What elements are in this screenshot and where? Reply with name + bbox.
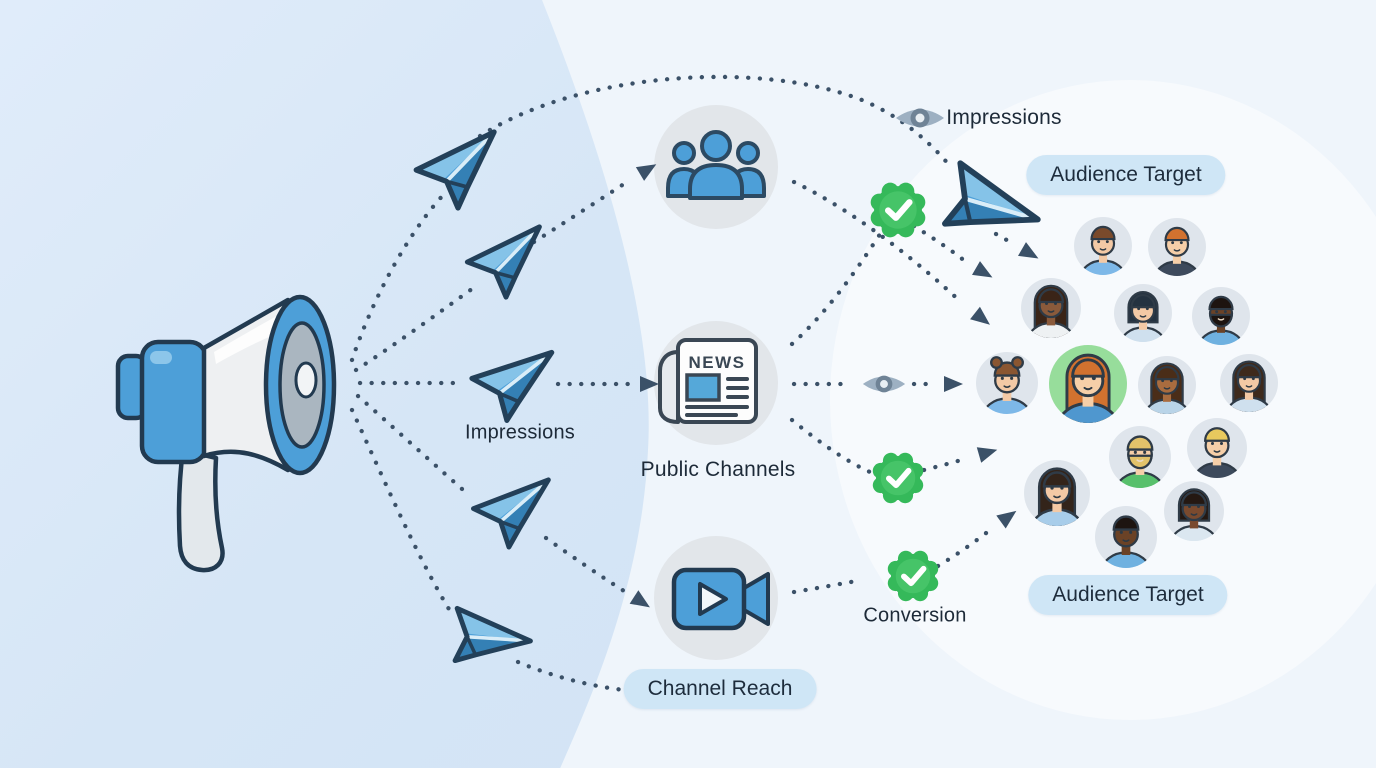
check-badge-icon: [872, 452, 924, 504]
channel-circle-audience: [654, 105, 778, 229]
avatar: [1192, 287, 1250, 345]
paper-plane-icon: [942, 160, 1041, 227]
arrowhead-icon: [640, 376, 659, 392]
public-channels-label: Public Channels: [640, 458, 796, 481]
avatar: [1138, 356, 1196, 414]
arrowhead-icon: [976, 447, 998, 463]
people-group-icon: [666, 130, 766, 200]
arrowhead-icon: [1018, 242, 1039, 259]
dotted-connector-people-to-audience: [791, 179, 965, 306]
avatar: [1095, 506, 1157, 568]
video-camera-icon: [671, 567, 770, 631]
avatar: [1187, 418, 1247, 478]
arrowhead-icon: [635, 164, 657, 181]
impressions-left-label: Impressions: [464, 421, 576, 444]
dotted-connector-megaphone-to-plane-1: [349, 189, 449, 363]
megaphone-icon: [115, 294, 337, 573]
avatar: [1109, 426, 1171, 488]
channel-circle-news: NEWS: [654, 321, 778, 445]
dotted-connector-video-to-check: [791, 577, 865, 595]
arrowhead-icon: [629, 590, 650, 608]
avatar: [1220, 354, 1278, 412]
dotted-connector-plane-5-trail: [515, 659, 637, 694]
paper-plane-icon: [464, 224, 542, 300]
arrowhead-icon: [944, 376, 963, 392]
view-eye-icon: [862, 375, 906, 393]
audience-target-pill-bottom: Audience Target: [1028, 575, 1228, 615]
avatar: [1074, 217, 1132, 275]
check-badge-icon: [870, 182, 926, 238]
dotted-connector-check-to-audience-bottom: [935, 527, 993, 569]
dotted-connector-megaphone-to-plane-5: [349, 407, 455, 617]
dotted-connector-megaphone-to-plane-4: [355, 393, 473, 499]
avatar: [1114, 284, 1172, 342]
dotted-connector-check-to-audience-top: [911, 223, 969, 265]
paper-plane-icon: [413, 129, 497, 211]
impressions-eye-icon: [896, 108, 944, 128]
check-badge-icon: [887, 550, 939, 602]
dotted-connector-news-down-to-check: [789, 417, 873, 475]
avatar: [1148, 218, 1206, 276]
dotted-connector-plane-2-to-people: [531, 177, 633, 245]
avatar: [1164, 481, 1224, 541]
arrowhead-icon: [996, 510, 1017, 529]
arrowhead-icon: [970, 306, 990, 325]
audience-target-pill-top: Audience Target: [1026, 155, 1226, 195]
channel-circle-video: [654, 536, 778, 660]
avatar-highlighted: [1049, 345, 1127, 423]
dotted-connector-megaphone-to-plane-2: [353, 283, 479, 373]
dotted-connector-plane-4-to-video: [543, 535, 627, 594]
paper-plane-icon: [469, 349, 555, 423]
avatar: [1024, 460, 1090, 526]
paper-plane-icon: [452, 605, 533, 664]
impressions-top-label: Impressions: [946, 106, 1062, 129]
dotted-connector-plane-1-top-arc: [477, 74, 953, 169]
arrowhead-icon: [972, 261, 993, 278]
paper-plane-icon: [471, 477, 551, 550]
conversion-label: Conversion: [863, 604, 967, 627]
newspaper-icon: NEWS: [658, 338, 758, 424]
avatar: [976, 352, 1038, 414]
news-masthead: NEWS: [689, 353, 746, 372]
avatar: [1021, 278, 1081, 338]
channel-reach-pill: Channel Reach: [623, 669, 817, 709]
